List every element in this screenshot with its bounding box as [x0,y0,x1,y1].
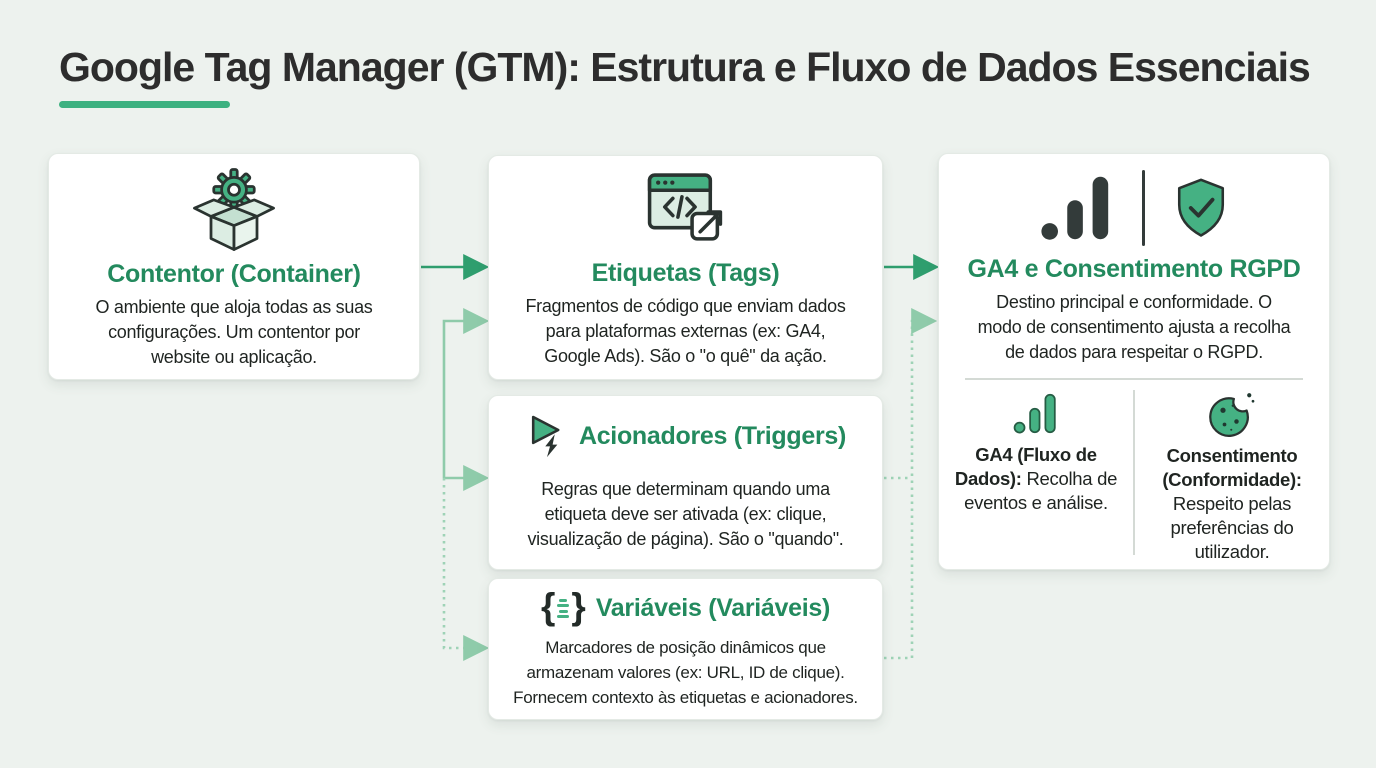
box-gear-icon [193,168,275,251]
tags-title: Etiquetas (Tags) [591,259,780,287]
triggers-title: Acionadores (Triggers) [578,421,847,450]
consent-text: Respeito pelas preferências do utilizado… [1170,492,1294,562]
braces-icon: { } [541,586,586,627]
card-ga4-consent: GA4 e Consentimento RGPD Destino princip… [938,153,1330,570]
ga4-dataflow-label: GA4 (Fluxo de Dados): [954,443,1097,489]
card-container: Contentor (Container) O ambiente que alo… [48,153,420,380]
page-title: Google Tag Manager (GTM): Estrutura e Fl… [59,44,1311,90]
consent-label: Consentimento (Conformidade): [1162,444,1302,490]
container-title: Contentor (Container) [107,260,361,288]
consent-section: Consentimento (Conformidade): Respeito p… [1135,384,1329,569]
ga4-dataflow-section: GA4 (Fluxo de Dados): Recolha de eventos… [939,384,1133,569]
ga4-bars-green-icon [1013,393,1056,434]
container-description: O ambiente que aloja todas as suas confi… [95,296,373,367]
card-tags: Etiquetas (Tags) Fragmentos de código qu… [488,155,883,380]
triggers-description: Regras que determinam quando uma etiquet… [527,479,844,549]
variables-title: Variáveis (Variáveis) [595,594,830,623]
ga4-dataflow-text: Recolha de eventos e análise. [964,467,1118,513]
header-divider [1141,170,1145,246]
column-divider [1133,389,1135,555]
ga4-title: GA4 e Consentimento RGPD [967,255,1301,283]
section-divider [965,377,1303,380]
card-triggers: Acionadores (Triggers) Regras que determ… [488,395,883,570]
variables-description: Marcadores de posição dinâmicos que arma… [513,638,858,707]
code-window-icon [647,173,722,241]
ga4-bars-icon [1040,176,1108,240]
title-underline [59,101,230,108]
ga4-description: Destino principal e conformidade. O modo… [977,291,1291,362]
cookie-icon [1209,392,1255,437]
card-variables: { } Variáveis (Variáveis) Marcadores de … [488,578,883,720]
tags-description: Fragmentos de código que enviam dados pa… [525,295,846,366]
shield-check-icon [1177,178,1224,237]
play-bolt-icon [531,415,560,458]
